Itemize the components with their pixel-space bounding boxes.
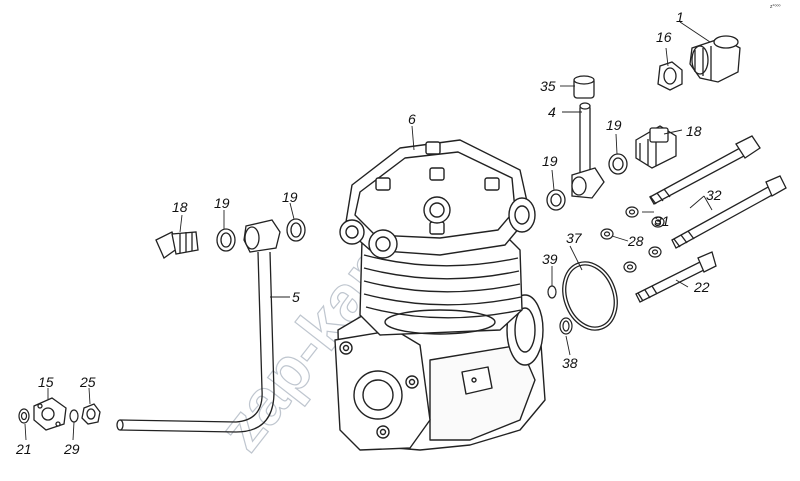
label-part-5: 5	[292, 289, 300, 305]
label-part-29: 29	[63, 441, 80, 457]
compressor-assembly	[334, 139, 546, 451]
gasket-ring-37	[562, 261, 618, 331]
label-part-16: 16	[656, 29, 672, 45]
label-part-25: 25	[79, 374, 96, 390]
label-part-19-d: 19	[282, 189, 298, 205]
label-part-35: 35	[540, 78, 556, 94]
leader-lines	[24, 21, 713, 441]
bolt-22	[635, 251, 717, 303]
banjo-fitting-4	[571, 102, 605, 199]
label-part-32: 32	[706, 187, 722, 203]
washer-19-left	[216, 228, 236, 252]
label-part-19-a: 19	[606, 117, 622, 133]
label-part-38: 38	[562, 355, 578, 371]
label-part-39: 39	[542, 251, 558, 267]
washer-19-left-b	[286, 218, 306, 242]
label-part-28: 28	[627, 233, 644, 249]
nut-16	[657, 61, 683, 91]
label-part-18-b: 18	[172, 199, 188, 215]
label-part-1: 1	[676, 9, 684, 25]
washers-31-28	[600, 206, 665, 273]
long-bolts-32	[649, 135, 787, 249]
elbow-fitting-1	[689, 35, 741, 83]
union-18-left	[155, 231, 199, 259]
head-bolts	[375, 141, 500, 235]
corner-mark: z°⁰⁰⁰	[770, 4, 781, 10]
cap-35	[573, 75, 595, 99]
label-part-19-c: 19	[214, 195, 230, 211]
pipe-5	[116, 219, 281, 433]
o-rings-39-38	[547, 285, 573, 335]
label-part-4: 4	[548, 104, 556, 120]
union-18-top	[635, 125, 677, 169]
flange-15	[33, 397, 67, 431]
part-labels: 1 16 35 4 19 18 6 19 32 31 28 37 39 22 3…	[15, 9, 722, 457]
washer-19-mid	[546, 189, 566, 211]
label-part-6: 6	[408, 111, 416, 127]
label-part-31: 31	[654, 213, 670, 229]
washer-19-top	[608, 153, 628, 175]
label-part-19-b: 19	[542, 153, 558, 169]
label-part-18-a: 18	[686, 123, 702, 139]
nut-25	[81, 403, 101, 425]
label-part-15: 15	[38, 374, 54, 390]
label-part-21: 21	[15, 441, 32, 457]
label-part-22: 22	[693, 279, 710, 295]
label-part-37: 37	[566, 230, 583, 246]
